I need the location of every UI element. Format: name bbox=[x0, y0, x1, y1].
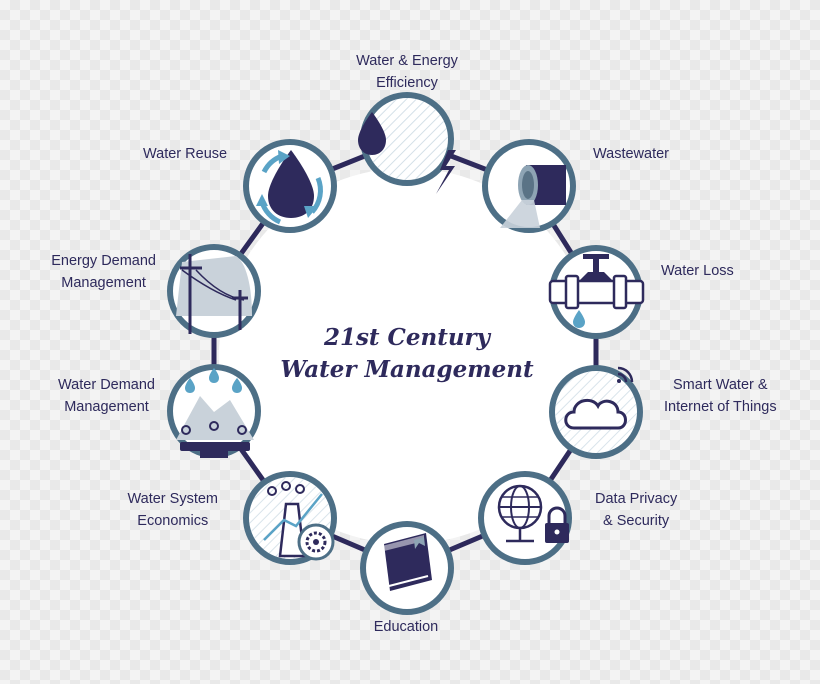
node-loss bbox=[548, 245, 645, 339]
label-wastewater: Wastewater bbox=[593, 146, 670, 162]
label-reuse: Water Reuse bbox=[143, 146, 228, 162]
recycle-drop-icon bbox=[256, 150, 323, 225]
node-smart bbox=[549, 365, 643, 459]
node-education bbox=[360, 521, 454, 615]
node-reuse bbox=[243, 139, 337, 233]
power-lines-icon bbox=[176, 254, 252, 334]
label-efficiency: Water & Energy Efficiency bbox=[356, 53, 458, 91]
pipe-outflow-icon bbox=[500, 165, 566, 228]
book-icon bbox=[382, 533, 432, 591]
node-economics bbox=[243, 471, 337, 565]
label-privacy: Data Privacy & Security bbox=[595, 491, 678, 529]
tower-gear-icon bbox=[263, 481, 335, 561]
node-energy bbox=[167, 244, 261, 338]
diagram-title: 21st Century Water Management bbox=[280, 322, 533, 386]
title-line-1: 21st Century bbox=[323, 324, 491, 351]
mountain-drops-icon bbox=[176, 368, 254, 458]
label-education: Education bbox=[373, 619, 439, 635]
node-wastewater bbox=[482, 139, 576, 233]
label-demand: Water Demand Management bbox=[58, 377, 155, 415]
cloud-wifi-icon bbox=[564, 366, 634, 430]
title-line-2: Water Management bbox=[280, 356, 534, 383]
leaking-valve-icon bbox=[548, 254, 645, 328]
node-demand bbox=[167, 364, 261, 458]
globe-lock-icon bbox=[497, 484, 569, 543]
center-disc bbox=[219, 168, 595, 544]
label-economics: Water System Economics bbox=[127, 491, 218, 529]
label-smart: Smart Water & Internet of Things bbox=[664, 377, 777, 415]
drop-bolt-icon bbox=[358, 112, 456, 194]
node-privacy bbox=[478, 471, 572, 565]
label-loss: Water Loss bbox=[661, 263, 734, 279]
label-energy: Energy Demand Management bbox=[51, 253, 156, 291]
node-efficiency bbox=[358, 92, 456, 194]
